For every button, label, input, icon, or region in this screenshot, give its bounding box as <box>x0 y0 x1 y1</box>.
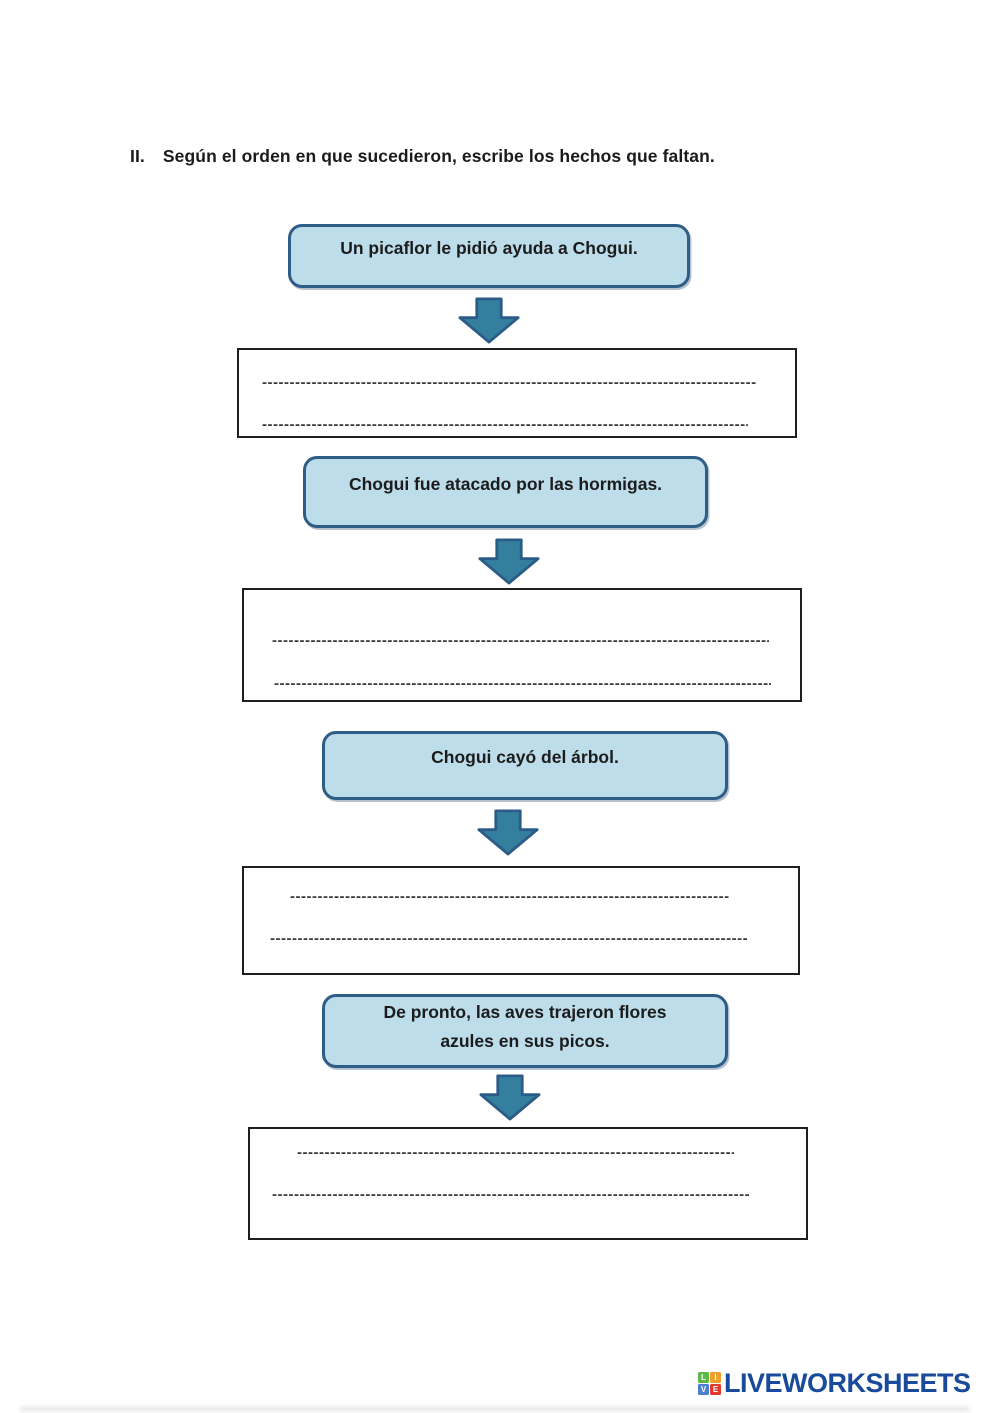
event-box-4: De pronto, las aves trajeron flores azul… <box>322 994 728 1068</box>
answer-line: ----------------------------------------… <box>270 932 747 946</box>
answer-line: ----------------------------------------… <box>297 1146 734 1160</box>
event-box-2: Chogui fue atacado por las hormigas. <box>303 456 708 528</box>
liveworksheets-logo[interactable]: L I V E LIVEWORKSHEETS <box>698 1370 971 1397</box>
answer-line: ----------------------------------------… <box>262 418 748 432</box>
down-arrow-icon <box>479 1074 541 1121</box>
down-arrow-icon <box>477 809 539 856</box>
answer-box-4[interactable] <box>248 1127 808 1240</box>
answer-box-1[interactable] <box>237 348 797 438</box>
logo-letter-e: E <box>710 1384 721 1395</box>
down-arrow-icon <box>458 297 520 344</box>
event-label-2: Chogui fue atacado por las hormigas. <box>348 473 663 494</box>
section-number: II. <box>130 146 145 166</box>
answer-line: ----------------------------------------… <box>274 677 771 691</box>
answer-box-2[interactable] <box>242 588 802 702</box>
section-instruction: Según el orden en que sucedieron, escrib… <box>162 146 715 166</box>
answer-line: ----------------------------------------… <box>272 634 769 648</box>
section-title: II. Según el orden en que sucedieron, es… <box>130 146 715 167</box>
page-edge-artifact <box>20 1407 970 1411</box>
answer-line: ----------------------------------------… <box>290 890 730 904</box>
answer-line: ----------------------------------------… <box>272 1188 749 1202</box>
brand-name: LIVEWORKSHEETS <box>724 1368 971 1398</box>
logo-letter-i: I <box>710 1372 721 1383</box>
logo-letter-l: L <box>698 1372 709 1383</box>
logo-letter-v: V <box>698 1384 709 1395</box>
answer-box-3[interactable] <box>242 866 800 975</box>
liveworksheets-logo-icon: L I V E <box>698 1372 721 1395</box>
event-label-3: Chogui cayó del árbol. <box>431 747 619 767</box>
down-arrow-icon <box>478 538 540 585</box>
event-label-1: Un picaflor le pidió ayuda a Chogui. <box>340 237 638 258</box>
event-box-1: Un picaflor le pidió ayuda a Chogui. <box>288 224 690 288</box>
event-box-3: Chogui cayó del árbol. <box>322 731 728 800</box>
answer-line: ----------------------------------------… <box>262 376 756 390</box>
event-label-4: De pronto, las aves trajeron flores azul… <box>383 1002 667 1051</box>
